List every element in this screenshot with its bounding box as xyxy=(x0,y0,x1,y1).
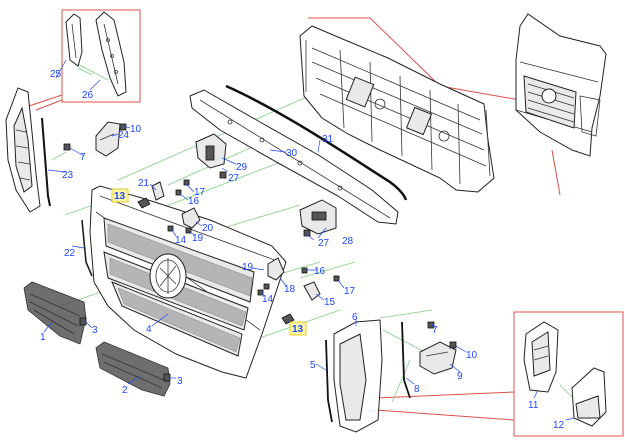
callout-23: 23 xyxy=(62,170,74,181)
detail-frame-top-left xyxy=(25,9,141,111)
upper-trim-bar xyxy=(189,89,399,225)
callout-13a-highlight: 13 xyxy=(111,188,129,203)
callout-3b: 3 xyxy=(177,376,183,387)
screw-17a xyxy=(183,179,190,186)
callout-7b: 7 xyxy=(432,325,438,336)
screw-14b xyxy=(257,289,264,296)
callout-11: 11 xyxy=(528,400,539,411)
callout-10b: 10 xyxy=(466,350,478,361)
callout-16b: 16 xyxy=(314,266,326,277)
callout-7a: 7 xyxy=(80,152,86,163)
cab-overview xyxy=(515,13,607,157)
clip-3b xyxy=(163,373,171,382)
callout-18: 18 xyxy=(284,284,296,295)
callout-21: 21 xyxy=(138,178,150,189)
callout-14a: 14 xyxy=(175,235,187,246)
callout-16a: 16 xyxy=(188,196,200,207)
callout-31: 31 xyxy=(322,134,334,145)
bracket-20 xyxy=(181,207,201,229)
bracket-24 xyxy=(95,121,121,157)
vertical-strip-22 xyxy=(81,219,93,277)
callout-22: 22 xyxy=(64,248,76,259)
callout-6: 6 xyxy=(352,312,358,323)
bracket-9 xyxy=(419,341,457,375)
detail-part-11 xyxy=(523,321,559,393)
callout-1: 1 xyxy=(40,332,46,343)
spring-clip-13b xyxy=(281,313,295,325)
callout-19a: 19 xyxy=(192,233,204,244)
detail-part-25 xyxy=(65,13,83,67)
callout-3a: 3 xyxy=(92,325,98,336)
screw-10b xyxy=(449,341,457,349)
screw-17b xyxy=(333,275,340,282)
spring-clip-13a xyxy=(137,197,151,209)
callout-13a: 13 xyxy=(114,191,126,202)
callout-13b-highlight: 13 xyxy=(289,321,307,336)
callout-19b: 19 xyxy=(242,262,254,273)
callout-2: 2 xyxy=(122,385,128,396)
screw-16a xyxy=(175,189,182,196)
callout-17b: 17 xyxy=(344,286,356,297)
detail-frame-bottom-right xyxy=(375,311,624,437)
bracket-29 xyxy=(195,133,227,169)
callout-8: 8 xyxy=(414,384,420,395)
callout-29: 29 xyxy=(236,162,248,173)
callout-25: 25 xyxy=(50,69,62,80)
detail-part-26 xyxy=(95,11,127,97)
callout-13b: 13 xyxy=(292,324,304,335)
bracket-15 xyxy=(303,281,321,301)
leader-lines xyxy=(43,59,575,421)
screw-19a xyxy=(185,227,192,234)
callout-27b: 27 xyxy=(318,238,330,249)
callout-15: 15 xyxy=(324,297,336,308)
callout-4: 4 xyxy=(146,324,152,335)
callout-17a: 17 xyxy=(194,187,206,198)
callout-10a: 10 xyxy=(130,124,142,135)
screw-7a xyxy=(63,143,71,151)
bracket-21 xyxy=(151,181,165,201)
screw-14a xyxy=(167,225,174,232)
callout-9: 9 xyxy=(457,371,463,382)
callout-20: 20 xyxy=(202,223,214,234)
callout-12: 12 xyxy=(553,420,565,431)
upper-frame-structure xyxy=(299,25,495,193)
lower-grille-1 xyxy=(23,281,87,345)
screw-27a xyxy=(219,171,227,179)
callout-14b: 14 xyxy=(262,294,274,305)
screw-7b xyxy=(427,321,435,329)
callout-5: 5 xyxy=(310,360,316,371)
screw-27b xyxy=(303,229,311,237)
callout-24: 24 xyxy=(118,130,130,141)
callout-28: 28 xyxy=(342,236,354,247)
main-grille-panel xyxy=(89,185,287,379)
side-panel-6 xyxy=(333,319,383,433)
screw-19b xyxy=(263,283,270,290)
strip-5 xyxy=(325,339,333,423)
clip-3a xyxy=(79,317,87,326)
upper-seal-strip xyxy=(225,84,408,201)
side-strip-23 xyxy=(41,117,51,207)
callout-26: 26 xyxy=(82,90,94,101)
bracket-28 xyxy=(299,199,337,235)
detail-part-12 xyxy=(571,367,607,427)
callout-labels: 1 2 3 3 4 5 6 7 7 8 9 10 10 11 12 14 14 … xyxy=(40,69,565,431)
detail-frame-cab-link xyxy=(308,17,561,196)
side-trim-22 xyxy=(5,87,41,213)
callout-27a: 27 xyxy=(228,173,240,184)
lower-grille-2 xyxy=(95,341,171,397)
bracket-18 xyxy=(267,257,285,281)
callout-30: 30 xyxy=(286,148,298,159)
strip-8 xyxy=(401,321,411,399)
screw-16b xyxy=(301,267,308,274)
